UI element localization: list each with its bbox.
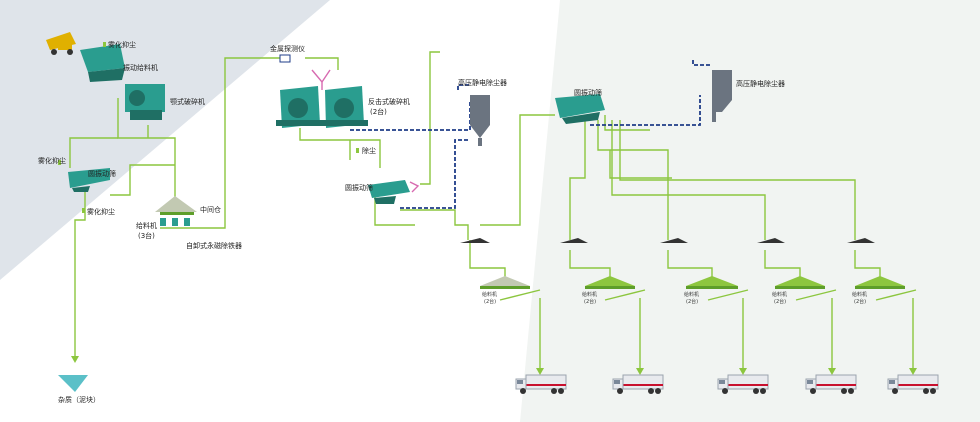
feeder-bin-label: 给料机 [772,291,787,298]
splitter-chute-2 [409,181,420,193]
circ-screen-label-1: 圆振动筛 [88,169,116,178]
jaw-crusher-label: 颚式破碎机 [170,97,205,106]
circ-screen-label-3: 圆振动筛 [574,88,602,97]
impurity-pile [58,375,88,392]
spray-label-3: 雾化抑尘 [87,207,115,216]
esp-label-2: 高压静电除尘器 [736,79,785,88]
impact-crusher-label: 反击式破碎机 [368,97,410,106]
cyclone-icon [470,95,490,146]
spray-label-1: 雾化抑尘 [108,40,136,49]
splitter-chute [311,69,331,90]
conveyor-lines [69,51,914,372]
feeder-bin-2 [585,276,646,301]
impact-count: (2台) [370,107,387,116]
arrow-heads [71,356,917,375]
feeder-bin-count: (2台) [774,298,786,305]
feeder-bin-3 [686,276,749,301]
feeder-bin-label: 给料机 [852,291,867,298]
feeder-bin-5 [855,276,917,301]
lorry-icon [887,374,939,394]
impact-crusher-1 [276,86,322,128]
lorry-icon [515,374,567,394]
circular-screen-2 [368,180,410,204]
nozzle-icon [356,148,359,153]
middle-bin [155,196,197,226]
impurity-label: 杂质（泥块） [58,395,100,404]
jaw-crusher [125,84,165,120]
nozzle-icon [58,160,61,165]
mid-bin-label: 中间仓 [200,205,221,214]
feeder-bin-label: 给料机 [582,291,597,298]
feeder-bin-count: (2台) [686,298,698,305]
background-shade-right [520,0,980,422]
metal-detector [279,54,291,63]
circular-screen-1 [68,168,110,192]
feeder-bin-count: (2台) [854,298,866,305]
circ-screen-label-2: 圆振动筛 [345,183,373,192]
impact-crusher-2 [322,86,368,128]
esp-label-1: 高压静电除尘器 [458,78,507,87]
feeder3-label: 给料机 [136,221,157,230]
feeder-bin-4 [775,276,837,301]
vib-feeder-label: 振动给料机 [123,63,158,72]
dust-label: 除尘 [362,146,376,155]
feeder-bin-label: 给料机 [482,291,497,298]
metal-det-label: 金属探测仪 [270,44,305,53]
dump-truck-icon [46,32,76,55]
nozzle-icon [103,42,106,47]
nozzle-icon [82,208,85,213]
vibrating-feeder [80,44,125,82]
lorry-icon [612,374,664,394]
feeder-bin-count: (2台) [484,298,496,305]
feeder-bin-1 [480,276,541,301]
cyclone-icon [712,70,732,122]
feeder3-count: (3台) [138,231,155,240]
mag-sep-label: 自卸式永磁除铁器 [186,241,242,250]
feeder-bin-label: 给料机 [684,291,699,298]
spray-label-2: 雾化抑尘 [38,156,66,165]
conveyor-heads [460,238,875,243]
lorry-icon [717,374,769,394]
feeder-bin-count: (2台) [584,298,596,305]
circular-screen-3 [555,94,605,124]
lorry-icon [805,374,857,394]
